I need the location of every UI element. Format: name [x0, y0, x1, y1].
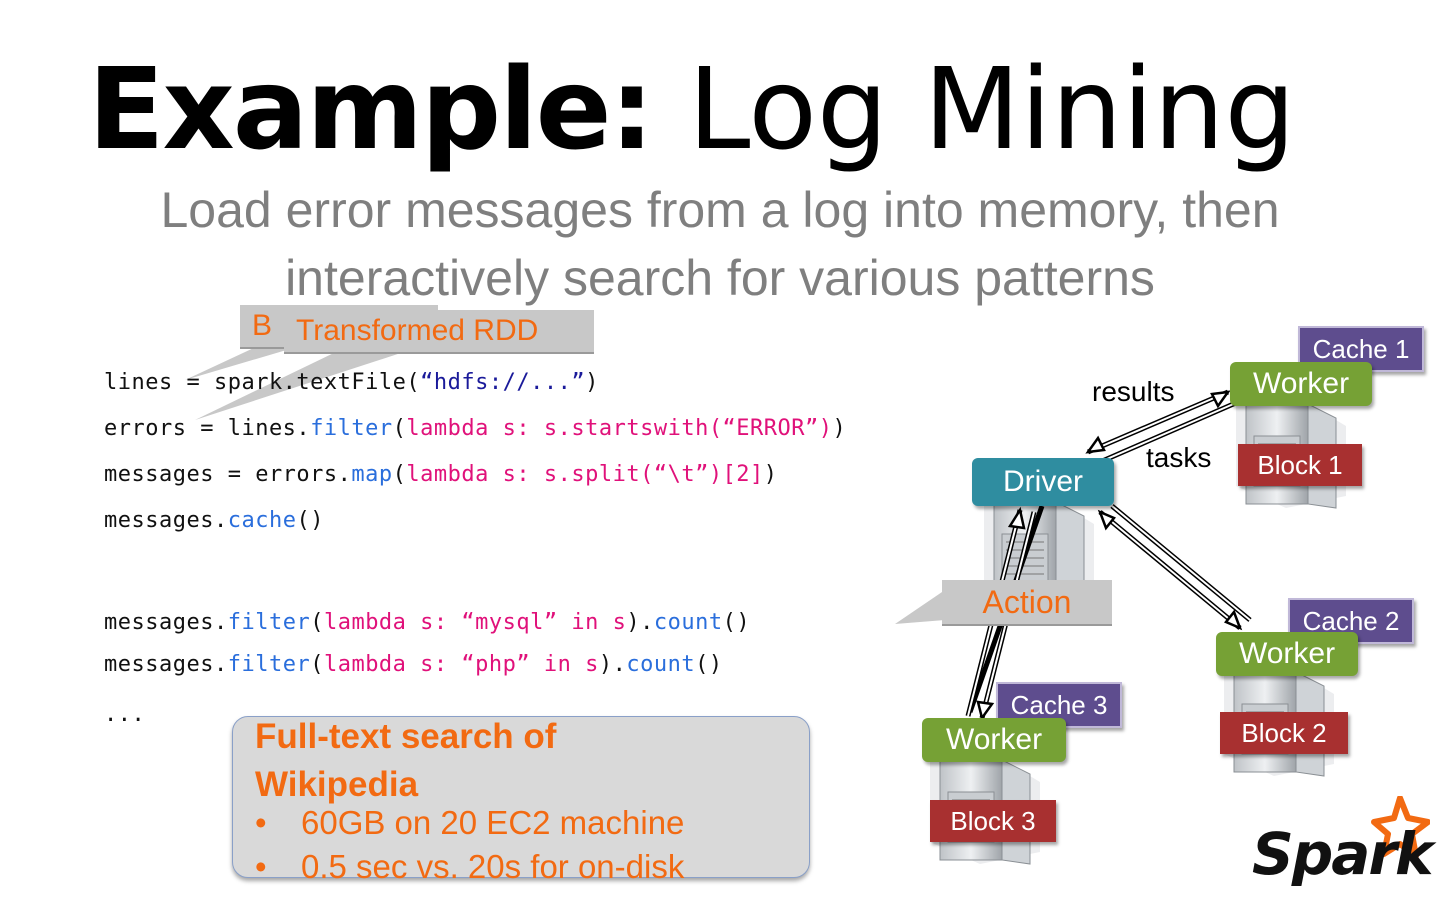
code-text: lines = spark.textFile( [104, 370, 421, 395]
info-bullet-2: • 0.5 sec vs. 20s for on-disk [255, 847, 684, 887]
results-label: results [1092, 376, 1175, 407]
info-bullet-1: • 60GB on 20 EC2 machine [255, 803, 684, 843]
code-line-3: messages = errors.map(lambda s: s.split(… [104, 462, 778, 487]
code-string: “hdfs://...” [420, 370, 586, 395]
code-line-1: lines = spark.textFile(“hdfs://...”) [104, 370, 599, 395]
code-line-2: errors = lines.filter(lambda s: s.starts… [104, 416, 846, 441]
code-lambda: lambda s: s.split(“\t”)[2] [406, 462, 764, 487]
code-text: ). [626, 610, 654, 635]
code-text: ) [763, 462, 778, 487]
code-text: messages. [104, 652, 228, 677]
bullet-icon: • [255, 848, 267, 885]
code-keyword: map [351, 462, 393, 487]
code-text: ( [310, 652, 324, 677]
code-lambda: lambda s: “mysql” in s [323, 610, 627, 635]
bullet-text: 60GB on 20 EC2 machine [301, 804, 685, 841]
worker-3-label: Worker [922, 718, 1066, 762]
spark-logo-text: Spark [1252, 820, 1434, 888]
base-rdd-pointer [185, 346, 300, 380]
transformed-rdd-callout: Transformed RDD [284, 310, 594, 354]
transformed-rdd-label: Transformed RDD [296, 314, 539, 347]
code-text: () [695, 652, 723, 677]
info-heading: Full-text search of Wikipedia [255, 717, 557, 804]
slide-subtitle: Load error messages from a log into memo… [60, 176, 1380, 312]
slide-title: Example: Log Mining [88, 40, 1296, 180]
spark-star-icon [1371, 796, 1430, 859]
code-line-ellipsis: ... [104, 702, 146, 727]
code-text: ). [598, 652, 627, 677]
code-line-4: messages.cache() [104, 508, 324, 533]
code-keyword: filter [227, 610, 311, 635]
code-text: ( [392, 462, 407, 487]
action-pointer [895, 590, 945, 624]
worker-2-label: Worker [1216, 632, 1358, 676]
code-keyword: count [626, 652, 696, 677]
action-callout: Action [942, 580, 1112, 626]
code-text: ( [392, 416, 407, 441]
block-1-label: Block 1 [1238, 444, 1362, 486]
code-text: () [296, 508, 324, 533]
code-keyword: filter [310, 416, 393, 441]
code-text: () [722, 610, 751, 635]
bullet-text: 0.5 sec vs. 20s for on-disk [301, 848, 685, 885]
title-prefix: Example: [88, 45, 654, 175]
code-text: ) [832, 416, 847, 441]
wikipedia-info-box: Full-text search of Wikipedia • 60GB on 2… [232, 716, 810, 885]
code-keyword: filter [227, 652, 311, 677]
code-text: messages. [104, 610, 228, 635]
code-text: errors = lines. [104, 416, 311, 441]
code-lambda: lambda s: s.startswith(“ERROR”) [406, 416, 833, 441]
code-line-5: messages.filter(lambda s: “mysql” in s).… [104, 610, 750, 635]
title-main: Log Mining [687, 45, 1296, 175]
code-text: ) [585, 370, 599, 395]
subtitle-line-2: interactively search for various pattern… [285, 250, 1155, 306]
cache-1-label: Cache 1 [1298, 326, 1424, 372]
code-lambda: lambda s: “php” in s [323, 652, 599, 677]
code-text: ( [310, 610, 324, 635]
bullet-icon: • [255, 804, 267, 841]
base-rdd-label: B [252, 309, 273, 342]
code-text: messages = errors. [104, 462, 352, 487]
block-3-label: Block 3 [930, 800, 1056, 842]
worker-1-label: Worker [1230, 362, 1372, 406]
code-keyword: count [653, 610, 723, 635]
subtitle-line-1: Load error messages from a log into memo… [160, 182, 1280, 238]
code-keyword: cache [227, 508, 297, 533]
block-2-label: Block 2 [1220, 712, 1348, 754]
driver-label: Driver [972, 458, 1114, 506]
code-text: messages. [104, 508, 228, 533]
transformed-rdd-pointer [195, 350, 410, 420]
tasks-label: tasks [1146, 442, 1212, 473]
code-line-6: messages.filter(lambda s: “php” in s).co… [104, 652, 723, 677]
